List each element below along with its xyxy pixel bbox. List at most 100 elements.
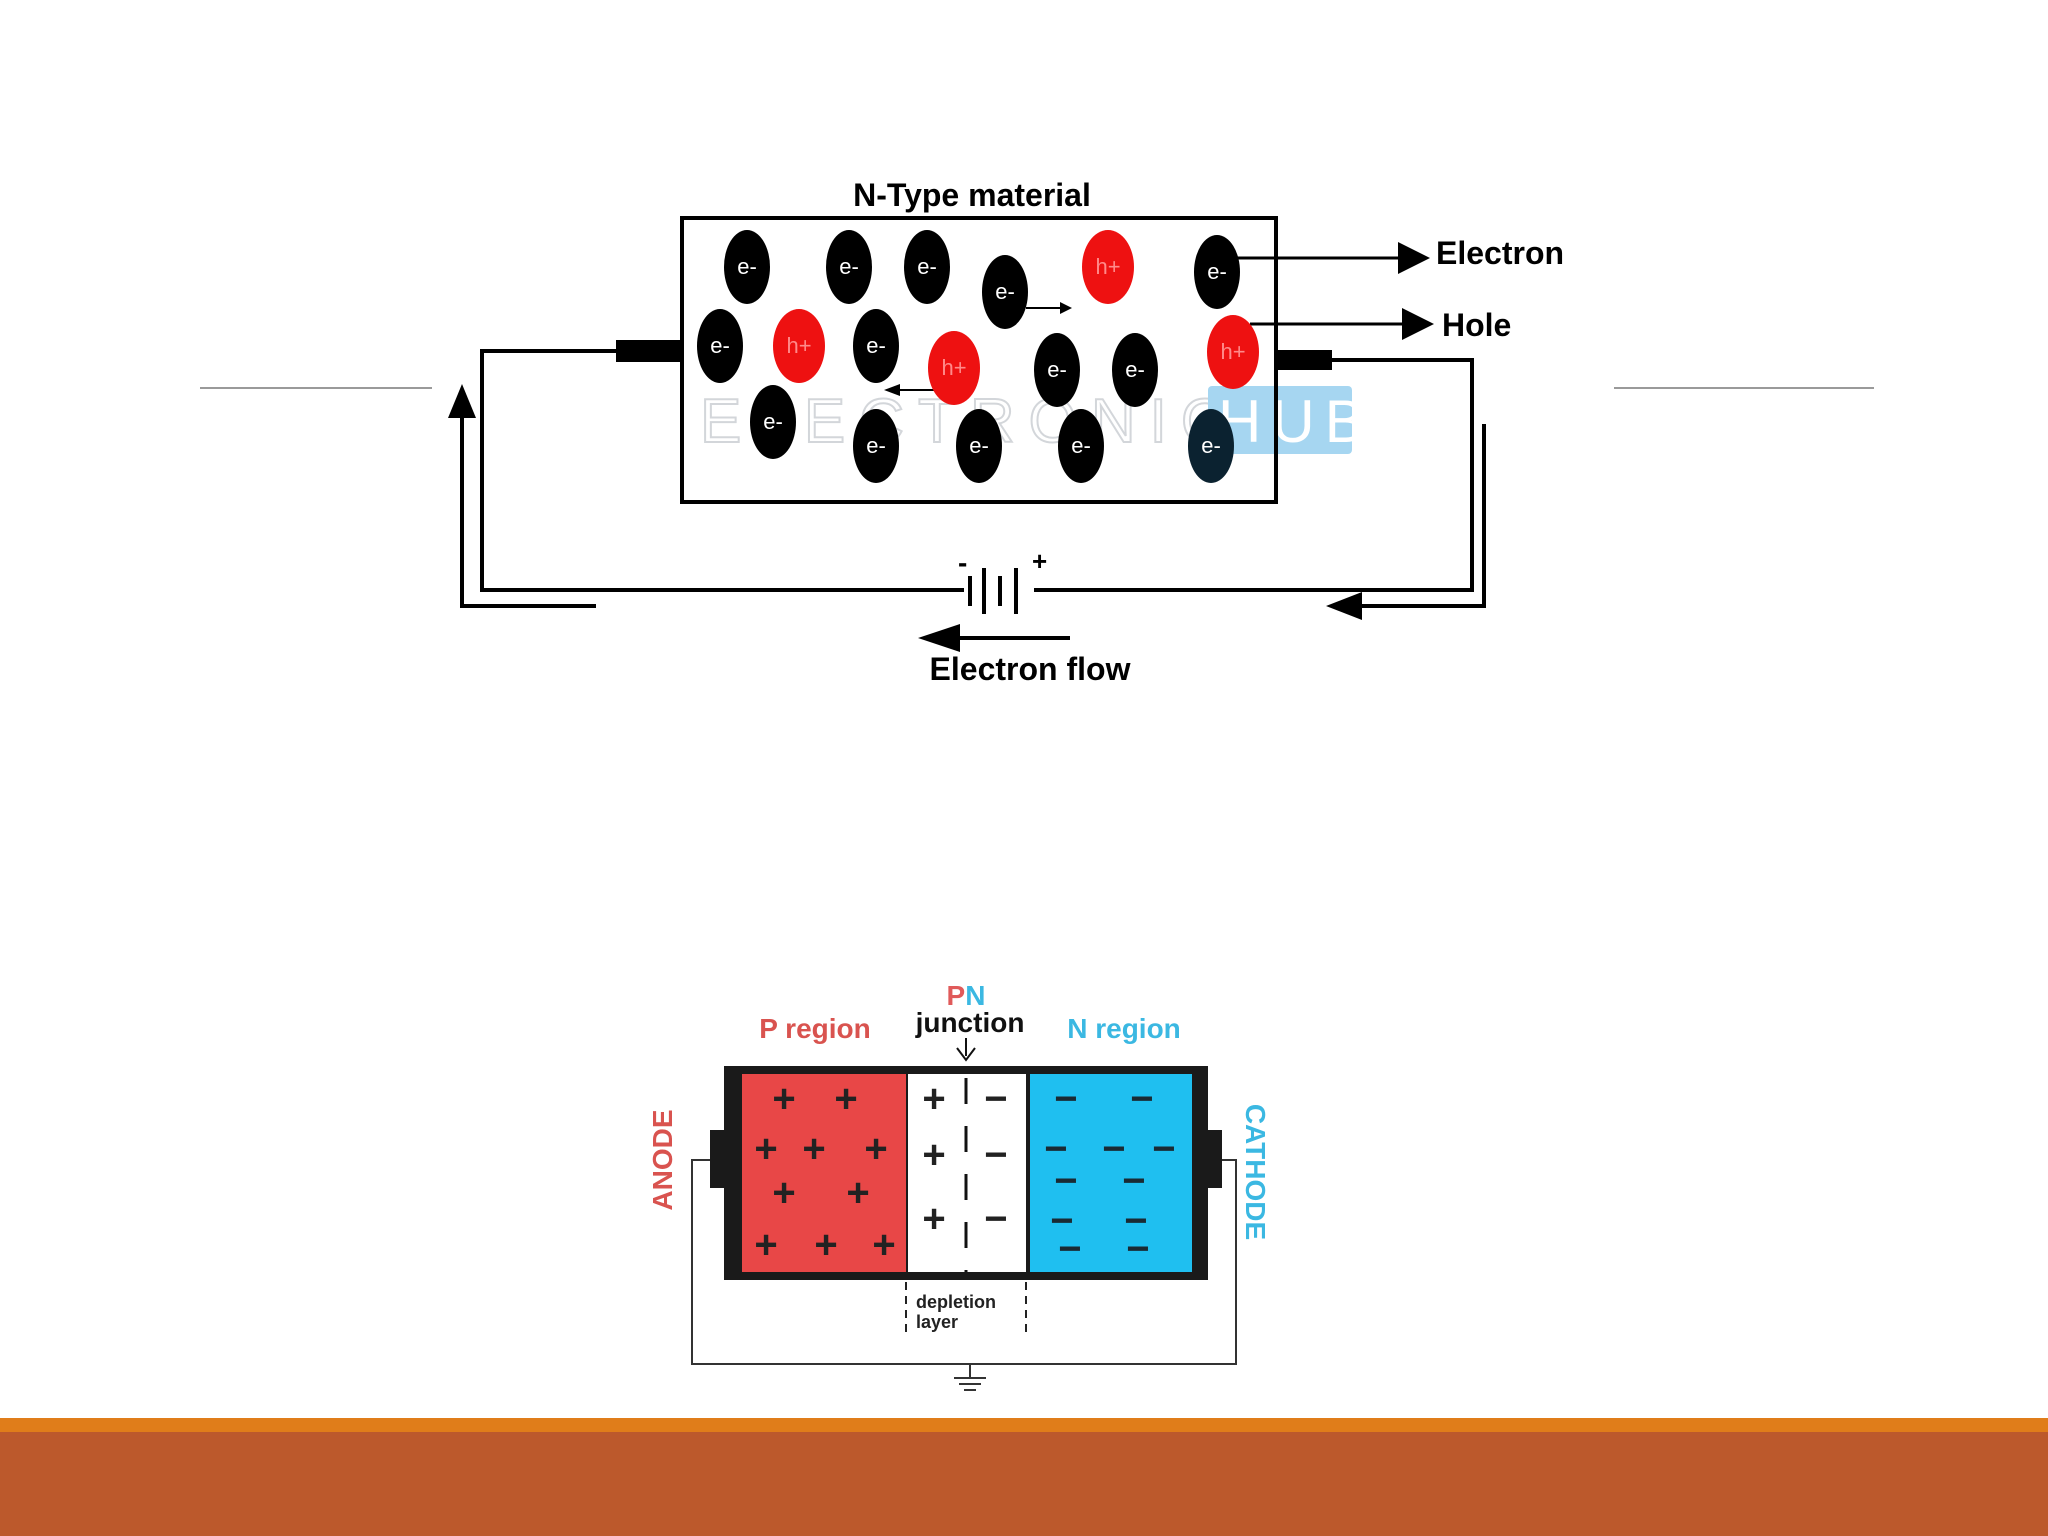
electron-flow-label: Electron flow [930, 651, 1131, 687]
ntype-diagram: N-Type material ELECTRONICS HUB - + [448, 177, 1564, 687]
minus-charge: − [1102, 1127, 1125, 1171]
pn-title-n: N [965, 980, 985, 1011]
watermark-logo: ELECTRONICS HUB [699, 386, 1375, 457]
anode-terminal [710, 1130, 724, 1188]
plus-charge: + [834, 1077, 857, 1121]
legend-hole-label: Hole [1442, 307, 1511, 343]
minus-charge: − [1122, 1159, 1145, 1203]
svg-text:e-: e- [737, 254, 757, 279]
svg-text:e-: e- [839, 254, 859, 279]
battery-minus: - [958, 547, 967, 578]
plus-charge: + [872, 1223, 895, 1267]
minus-charge: − [1126, 1227, 1149, 1271]
electron-particle: e- [1194, 235, 1240, 309]
outer-flow-left-arrowhead [448, 384, 476, 418]
hole-particle: h+ [928, 331, 980, 405]
svg-text:e-: e- [995, 279, 1015, 304]
legend-electron-label: Electron [1436, 235, 1564, 271]
svg-text:e-: e- [969, 433, 989, 458]
plus-charge: + [814, 1223, 837, 1267]
minus-charge: − [984, 1133, 1007, 1177]
cathode-terminal [1208, 1130, 1222, 1188]
minus-charge: − [1152, 1127, 1175, 1171]
svg-text:h+: h+ [941, 355, 966, 380]
svg-text:h+: h+ [1095, 254, 1120, 279]
watermark-hub-text: HUB [1218, 388, 1375, 455]
svg-text:e-: e- [1047, 357, 1067, 382]
electron-particle: e- [1188, 409, 1234, 483]
electron-particle: e- [982, 255, 1028, 329]
watermark-hub-box [1208, 386, 1352, 454]
svg-text:h+: h+ [786, 333, 811, 358]
right-wire [1034, 358, 1474, 592]
left-terminal [616, 340, 682, 362]
svg-text:e-: e- [1125, 357, 1145, 382]
electron-particle: e- [724, 230, 770, 304]
electron-particle: e- [697, 309, 743, 383]
anode-label: ANODE [647, 1109, 678, 1210]
electron-particle: e- [1058, 409, 1104, 483]
pn-title: PN [947, 980, 986, 1011]
plus-charge: + [754, 1223, 777, 1267]
ntype-title: N-Type material [853, 177, 1091, 213]
svg-text:e-: e- [866, 433, 886, 458]
plus-charge: + [922, 1197, 945, 1241]
minus-charge: − [984, 1197, 1007, 1241]
plus-charge: + [772, 1171, 795, 1215]
legend-electron-arrowhead [1398, 242, 1430, 274]
depletion-label-line1: depletion [916, 1292, 996, 1312]
minus-charge: − [1050, 1199, 1073, 1243]
plus-charge: + [754, 1127, 777, 1171]
minus-charge: − [1058, 1227, 1081, 1271]
plus-charge: + [772, 1077, 795, 1121]
n-region-block [1030, 1074, 1192, 1272]
footer-accent-band [0, 1418, 2048, 1432]
n-region-label: N region [1067, 1013, 1181, 1044]
depletion-charges: + + + − − − [922, 1077, 1007, 1241]
depletion-label-line2: layer [916, 1312, 958, 1332]
plus-charge: + [846, 1171, 869, 1215]
svg-text:e-: e- [763, 409, 783, 434]
hole-particle: h+ [773, 309, 825, 383]
outer-flow-right-arrowhead [1326, 592, 1362, 620]
plus-charge: + [802, 1127, 825, 1171]
electron-particle: e- [853, 309, 899, 383]
p-charges: + + + + + + + + + + [754, 1077, 895, 1267]
electron-particle: e- [904, 230, 950, 304]
right-terminal [1276, 350, 1332, 370]
plus-charge: + [922, 1133, 945, 1177]
battery-symbol [968, 568, 1018, 614]
svg-text:e-: e- [866, 333, 886, 358]
minus-charge: − [1054, 1159, 1077, 1203]
electron-particle: e- [1034, 333, 1080, 407]
legend-hole-arrowhead [1402, 308, 1434, 340]
n-charges: − − − − − − − − − − − [1044, 1077, 1175, 1271]
pn-diagram: PN junction P region N region + + + + + … [647, 980, 1271, 1391]
junction-label: junction [915, 1007, 1025, 1038]
left-wire [480, 349, 964, 592]
ntype-particles: e- e- e- e- h+ e- e- h+ e- h+ e- e- h+ e… [697, 230, 1259, 483]
p-region-label: P region [759, 1013, 871, 1044]
svg-text:e-: e- [1207, 259, 1227, 284]
svg-text:e-: e- [917, 254, 937, 279]
minus-charge: − [1130, 1077, 1153, 1121]
junction-pointer-head [956, 1047, 976, 1062]
minus-charge: − [1044, 1127, 1067, 1171]
outer-flow-left [460, 396, 596, 608]
hole-particle: h+ [1207, 315, 1259, 389]
electron-particle: e- [826, 230, 872, 304]
svg-text:e-: e- [1071, 433, 1091, 458]
outer-flow-right [1358, 424, 1486, 608]
anode-wire [691, 1159, 1237, 1365]
p-region-block [742, 1074, 906, 1272]
svg-text:h+: h+ [1220, 339, 1245, 364]
electron-particle: e- [853, 409, 899, 483]
internal-arrow-left-head [884, 384, 900, 396]
electron-flow-arrowhead [918, 624, 960, 652]
minus-charge: − [1124, 1199, 1147, 1243]
footer-band [0, 1432, 2048, 1536]
svg-text:e-: e- [1201, 433, 1221, 458]
minus-charge: − [984, 1077, 1007, 1121]
hole-particle: h+ [1082, 230, 1134, 304]
